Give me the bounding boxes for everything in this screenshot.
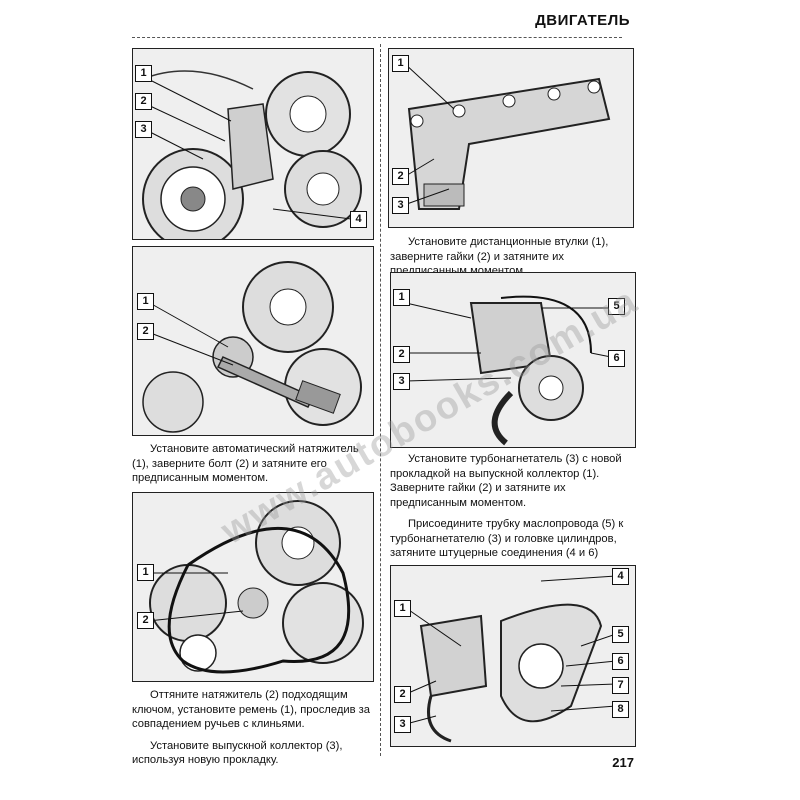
callout-1: 1 [392, 55, 409, 72]
callout-2: 2 [135, 93, 152, 110]
column-divider [380, 44, 381, 756]
callout-1: 1 [394, 600, 411, 617]
callout-3: 3 [394, 716, 411, 733]
callout-3: 3 [393, 373, 410, 390]
callout-2: 2 [392, 168, 409, 185]
page-number: 217 [612, 755, 634, 770]
callout-1: 1 [135, 65, 152, 82]
tensioner-illustration [133, 247, 373, 435]
callout-4: 4 [612, 568, 629, 585]
figure-turbocharger [390, 272, 636, 448]
header-divider [132, 37, 622, 38]
caption-turbo: Установите турбонагнетатель (3) с новой … [390, 452, 635, 575]
figure-tensioner-tool [132, 246, 374, 436]
callout-1: 1 [137, 564, 154, 581]
callout-1: 1 [137, 293, 154, 310]
callout-5: 5 [612, 626, 629, 643]
callout-3: 3 [392, 197, 409, 214]
section-title: ДВИГАТЕЛЬ [535, 12, 630, 29]
callout-7: 7 [612, 677, 629, 694]
figure-exhaust-manifold [388, 48, 634, 228]
belt-routing-illustration [133, 493, 373, 681]
turbocharger-illustration [391, 273, 635, 447]
caption-belt: Оттяните натяжитель (2) подходящим ключо… [132, 688, 377, 768]
figure-belt-alternator [132, 48, 374, 240]
callout-2: 2 [137, 323, 154, 340]
caption-paragraph: Оттяните натяжитель (2) подходящим ключо… [132, 689, 370, 730]
callout-3: 3 [135, 121, 152, 138]
caption-paragraph: Установите турбонагнетатель (3) с новой … [390, 453, 622, 509]
figure-belt-routing [132, 492, 374, 682]
callout-6: 6 [608, 350, 625, 367]
engine-illustration [133, 49, 373, 239]
figure-oil-pipe [390, 565, 636, 747]
caption-paragraph: Установите выпускной коллектор (3), испо… [132, 739, 343, 767]
manifold-illustration [389, 49, 633, 227]
callout-8: 8 [612, 701, 629, 718]
caption-paragraph: Установите автоматический натяжитель (1)… [132, 443, 359, 484]
caption-tensioner: Установите автоматический натяжитель (1)… [132, 442, 377, 486]
callout-1: 1 [393, 289, 410, 306]
callout-2: 2 [394, 686, 411, 703]
callout-2: 2 [393, 346, 410, 363]
callout-5: 5 [608, 298, 625, 315]
callout-2: 2 [137, 612, 154, 629]
callout-4: 4 [350, 211, 367, 228]
callout-6: 6 [612, 653, 629, 670]
oil-pipe-illustration [391, 566, 635, 746]
